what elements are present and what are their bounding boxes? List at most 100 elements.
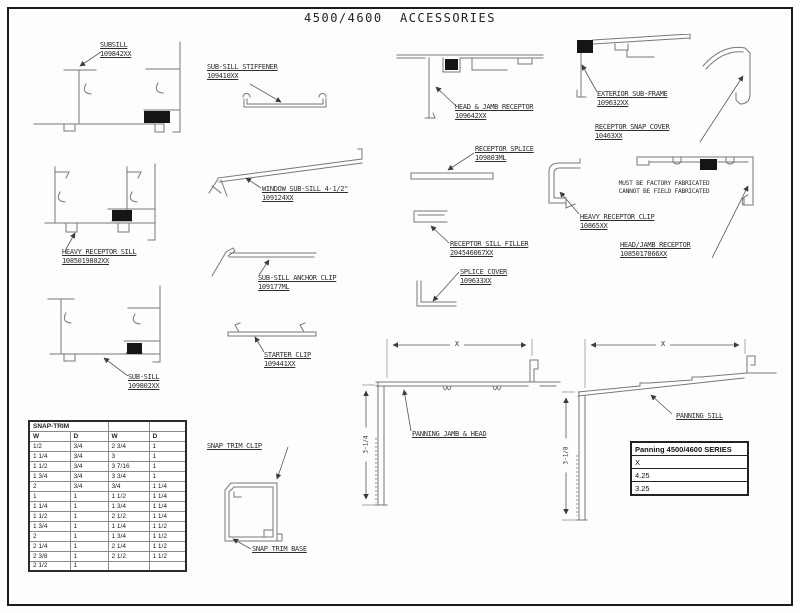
table-cell: 3/4 [69,440,109,452]
empty-cell [148,420,187,432]
part-name: HEAVY RECEPTOR CLIP [580,213,655,221]
drawing-title: 4500/4600 ACCESSORIES [304,11,496,25]
part-name: SUB-SILL ANCHOR CLIP [258,274,337,282]
table-cell: 1 3/4 [28,470,71,482]
table-cell: 3 3/4 [107,470,150,482]
table-cell: 1 1/4 [148,490,187,502]
column-header: D [148,430,187,442]
sub-sill-drawing [47,285,161,377]
table-cell [148,560,187,572]
head-jamb-receptor-2-leader [711,185,749,259]
part-name: SUB-SILL [128,373,160,381]
table-cell: 1 1/2 [107,490,150,502]
snap-trim-header-row: W D W D [28,430,187,442]
part-number: 109842XX [100,49,132,58]
label-heavy-receptor-clip: HEAVY RECEPTOR CLIP 10865XX [580,213,655,230]
window-sub-sill-leader [245,177,262,189]
snap-trim-drawing [224,446,289,550]
table-cell: 1 3/4 [107,530,150,542]
receptor-snap-cover-leader [699,75,744,143]
snap-trim-title-row: SNAP-TRIM [28,420,187,432]
table-cell: 1 [148,440,187,452]
head-jamb-receptor-2-drawing [636,156,754,259]
head-jamb-receptor-drawing [396,54,544,119]
part-number: 204546067XX [450,248,494,257]
part-number: 109410XX [207,71,239,80]
table-cell: 2 3/8 [28,550,71,562]
table-cell: 1 1/2 [148,550,187,562]
label-splice-cover: SPLICE COVER 109633XX [460,268,507,285]
part-number: 109441XX [264,359,296,368]
label-exterior-sub-frame: EXTERIOR SUB-FRAME 109632XX [597,90,668,107]
heavy-receptor-sill-gasket [112,210,132,221]
panning-jamb-head-extension-lines [362,339,533,506]
starter-clip-profile [227,322,317,337]
part-name: SNAP TRIM CLIP [207,442,262,450]
sub-sill-profile [47,285,161,363]
splice-cover-profile [416,280,457,307]
part-name: SPLICE COVER [460,268,507,276]
starter-clip-drawing [227,322,317,353]
table-cell: 1 [148,460,187,472]
table-cell: 1 [148,470,187,482]
sub-sill-anchor-clip-drawing [211,247,317,277]
subsill-drawing [33,41,181,133]
part-number: 109633XX [460,276,492,285]
panning-jamb-head-drawing [362,339,561,506]
sub-sill-anchor-clip-profile [211,247,317,277]
table-cell: 2 1/2 [107,550,150,562]
receptor-snap-cover-drawing [699,46,751,143]
dimension-height-label-sill: 3-1/8 [562,438,570,473]
subsill-profile [33,41,181,133]
snap-trim-base-leader [232,538,252,550]
panning-table: Panning 4500/4600 SERIES X 4.25 3.25 [630,441,749,496]
part-number: 10865XX [580,221,608,230]
label-head-jamb-receptor-2: HEAD/JAMB RECEPTOR 1085017866XX [620,241,691,258]
table-cell: 3 [107,450,150,462]
table-cell: 1 1/4 [148,500,187,512]
part-name: RECEPTOR SILL FILLER [450,240,529,248]
table-cell: 1 1/2 [28,460,71,472]
panning-table-row: X [632,456,747,469]
receptor-sill-filler-profile [413,210,448,223]
table-cell: 1 [69,510,109,522]
label-window-sub-sill: WINDOW SUB-SILL 4-1/2" 109124XX [262,185,348,202]
table-cell: 1 1/2 [148,520,187,532]
part-name: HEAVY RECEPTOR SILL [62,248,137,256]
table-cell: 1 3/4 [28,520,71,532]
part-number: 109642XX [455,111,487,120]
snap-trim-clip-leader [275,446,289,480]
table-cell: 3/4 [69,480,109,492]
label-snap-trim-clip: SNAP TRIM CLIP [207,442,262,451]
label-panning-sill: PANNING SILL [676,412,723,421]
dimension-height-label-jamb-head: 3-1/4 [362,427,370,462]
column-header: W [28,430,71,442]
table-cell: 2 1/2 [28,560,71,572]
heavy-receptor-sill-leader [65,232,76,250]
part-number: 1085017866XX [620,249,667,258]
panning-sill-extension-lines [562,339,746,521]
sheet-border [7,7,793,606]
panning-table-row: 4.25 [632,469,747,482]
part-number: 109177ML [258,282,290,291]
part-number: 10463XX [595,131,623,140]
exterior-sub-frame-gasket [577,40,593,53]
receptor-sill-filler-drawing [413,210,450,244]
receptor-sill-filler-leader [430,225,450,244]
table-cell: 1 1/4 [28,500,71,512]
starter-clip-leader [254,336,265,353]
part-number: 109124XX [262,193,294,202]
splice-cover-leader [432,271,460,302]
table-cell: 2 [28,480,71,492]
snap-trim-profile [224,482,283,542]
subsill-gasket [144,111,170,123]
table-cell: 1 [69,490,109,502]
